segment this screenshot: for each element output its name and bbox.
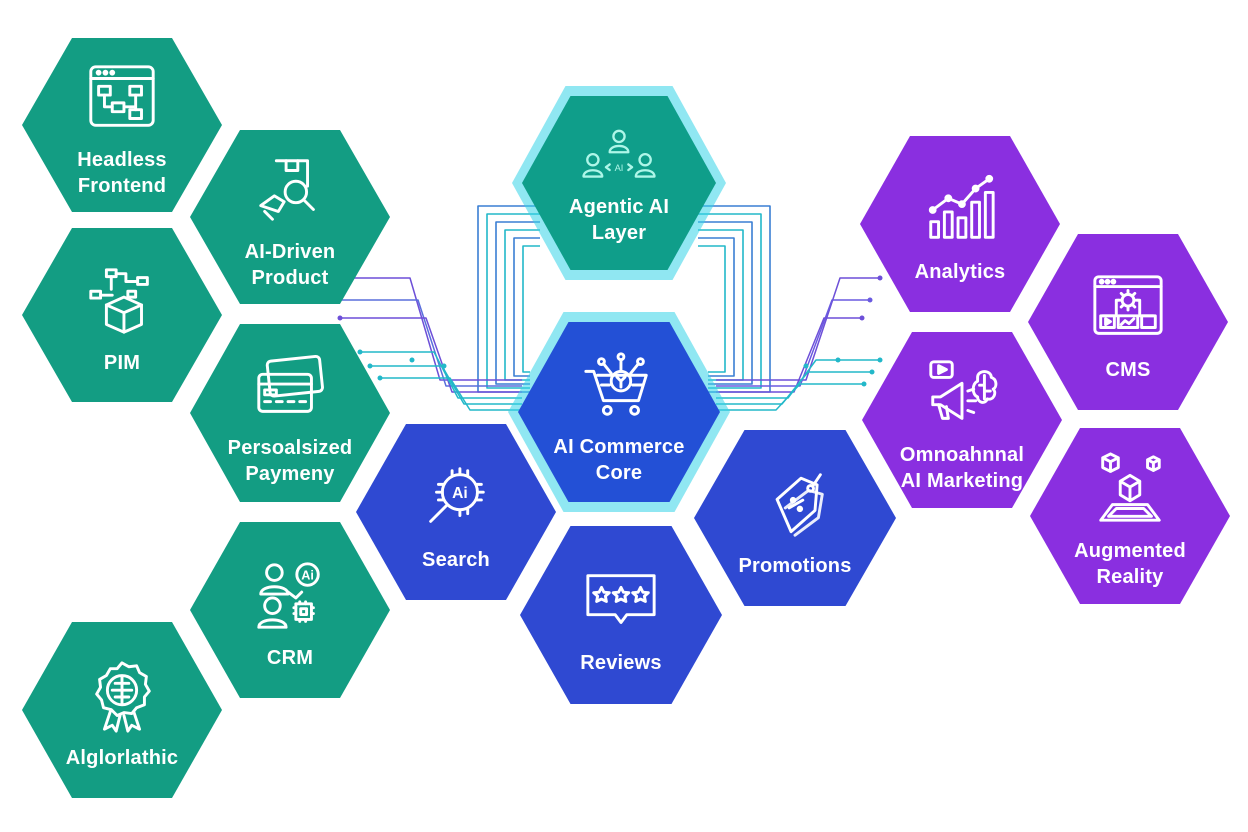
ai-magnifier-icon: Ai (429, 467, 485, 523)
flowchart-window-icon (89, 65, 155, 127)
star-reviews-icon (586, 574, 656, 624)
circuit-trace (320, 277, 522, 381)
node-label: Search (422, 549, 490, 571)
circuit-trace (698, 237, 735, 377)
brain-badge-icon (95, 661, 151, 733)
node-label: CRM (266, 647, 314, 669)
node-label: CMS (1105, 359, 1151, 381)
node-label: AI Commerce Core (553, 436, 685, 484)
megaphone-brain-icon (929, 360, 998, 420)
hex-augmented-reality: Augmented Reality (1030, 428, 1230, 604)
crm-ai-tag: Ai (301, 568, 314, 582)
node-label: Headless Frontend (77, 149, 167, 197)
box-network-icon (89, 268, 149, 334)
node-label: Analytics (914, 261, 1006, 283)
circuit-trace (716, 299, 870, 387)
hex-promotions: Promotions (694, 430, 896, 606)
circuit-node (867, 297, 873, 303)
product-search-icon (259, 159, 315, 221)
node-label: PIM (103, 352, 141, 374)
circuit-trace (360, 351, 522, 399)
circuit-trace (698, 213, 762, 389)
hex-reviews: Reviews (520, 526, 722, 704)
circuit-trace (716, 317, 862, 393)
circuit-node (861, 381, 867, 387)
circuit-node (877, 357, 883, 363)
circuit-node (877, 275, 883, 281)
circuit-node (367, 363, 373, 369)
hex-ai-commerce-core: AI Commerce Core (518, 322, 720, 502)
circuit-node (859, 315, 865, 321)
circuit-node (357, 349, 363, 355)
circuit-trace (330, 299, 522, 387)
node-label: AI-Driven Product (244, 241, 336, 289)
agentic-ai-tag: AI (615, 163, 624, 173)
users-ai-chip-icon: Ai (257, 562, 320, 629)
search-ai-tag: Ai (452, 485, 468, 502)
circuit-trace (716, 383, 864, 411)
circuit-node (377, 375, 383, 381)
node-label: Promotions (738, 555, 852, 577)
node-label: Persoalsized Paymeny (227, 437, 353, 485)
circuit-trace (716, 277, 880, 381)
node-label: Agentic AI Layer (568, 196, 670, 244)
node-label: Reviews (580, 652, 662, 674)
circuit-trace (698, 245, 726, 373)
node-label: Omnoahnnal AI Marketing (899, 444, 1025, 492)
credit-card-icon (257, 354, 324, 413)
node-label: Augmented Reality (1074, 540, 1186, 588)
hex-cms: CMS (1028, 234, 1228, 410)
circuit-trace (716, 371, 872, 405)
ar-cubes-icon (1099, 452, 1161, 522)
circuit-trace (495, 221, 540, 385)
agents-ai-icon: AI (582, 129, 656, 178)
ai-cart-icon (584, 352, 648, 416)
circuit-node (869, 369, 875, 375)
circuit-trace (380, 377, 522, 411)
node-label: Alglorlathic (65, 747, 179, 769)
circuit-trace (486, 213, 540, 389)
circuit-trace (513, 237, 540, 377)
circuit-node (441, 363, 447, 369)
bar-chart-trend-icon (928, 174, 995, 239)
circuit-node (409, 357, 415, 363)
circuit-node (803, 363, 809, 369)
circuit-node (337, 315, 343, 321)
circuit-trace (522, 245, 540, 373)
discount-tag-icon (775, 473, 824, 537)
circuit-trace (698, 221, 753, 385)
circuit-trace (340, 317, 522, 393)
circuit-node (835, 357, 841, 363)
circuit-trace (698, 229, 744, 381)
cms-window-gear-icon (1093, 275, 1163, 335)
circuit-trace (370, 365, 522, 405)
